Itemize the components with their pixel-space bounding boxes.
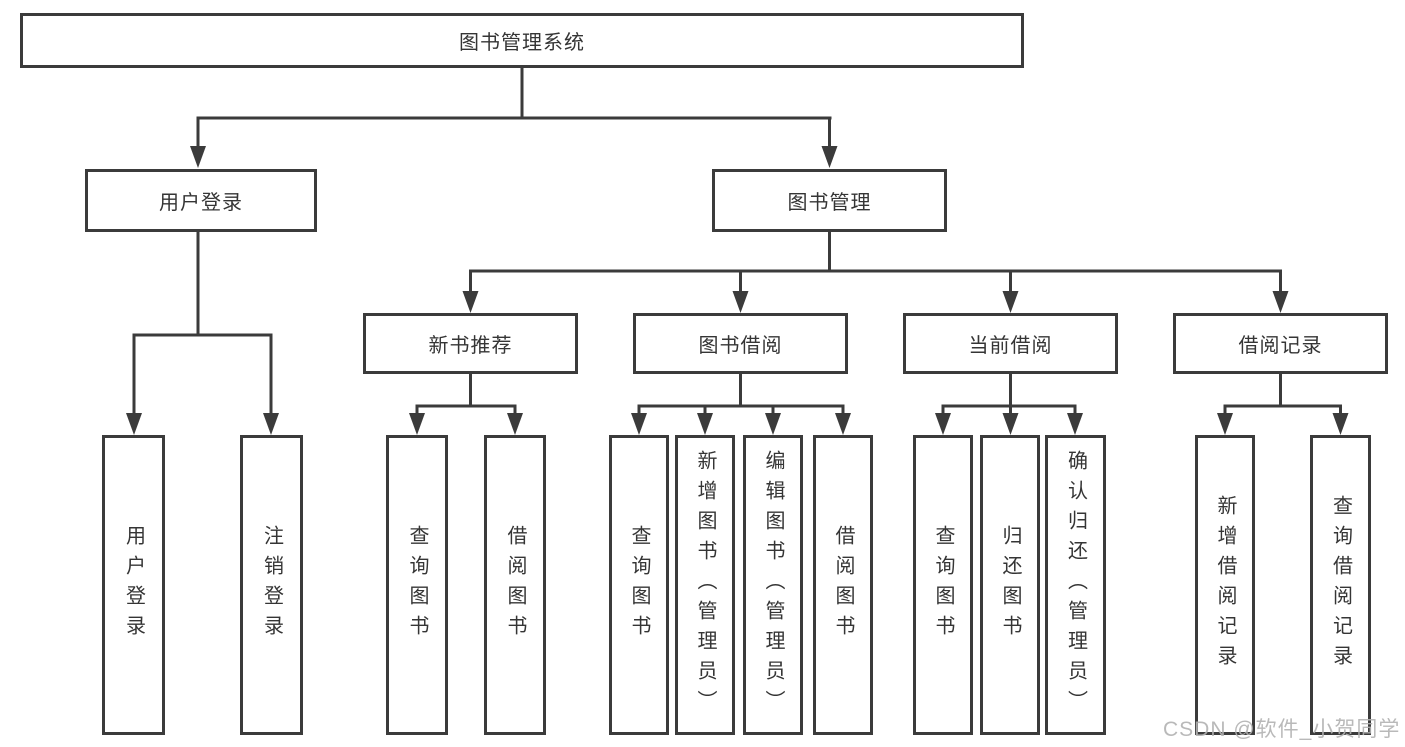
node-new-book-rec: 新书推荐 xyxy=(363,313,578,374)
node-book-borrow: 图书借阅 xyxy=(633,313,848,374)
node-borrow-records: 借阅记录 xyxy=(1173,313,1388,374)
leaf-cb-query-books: 查询图书 xyxy=(913,435,973,735)
arrowheads xyxy=(126,146,1349,435)
csdn-watermark: CSDN @软件_小贺同学 xyxy=(1163,718,1401,741)
leaf-bb-add-books: 新增图书（管理员） xyxy=(675,435,735,735)
leaf-cb-confirm-return: 确认归还（管理员） xyxy=(1045,435,1106,735)
leaf-rec-borrow-books: 借阅图书 xyxy=(484,435,546,735)
leaf-user-login: 用户登录 xyxy=(102,435,165,735)
leaf-bb-borrow-books: 借阅图书 xyxy=(813,435,873,735)
leaf-cb-return-books: 归还图书 xyxy=(980,435,1040,735)
leaf-logout: 注销登录 xyxy=(240,435,303,735)
node-user-login: 用户登录 xyxy=(85,169,317,232)
leaf-rec-query-books: 查询图书 xyxy=(386,435,448,735)
leaf-bb-edit-books: 编辑图书（管理员） xyxy=(743,435,803,735)
leaf-bb-query-books: 查询图书 xyxy=(609,435,669,735)
leaf-br-add-record: 新增借阅记录 xyxy=(1195,435,1255,735)
node-current-borrow: 当前借阅 xyxy=(903,313,1118,374)
node-root: 图书管理系统 xyxy=(20,13,1024,68)
leaf-br-query-record: 查询借阅记录 xyxy=(1310,435,1371,735)
node-book-mgmt: 图书管理 xyxy=(712,169,947,232)
